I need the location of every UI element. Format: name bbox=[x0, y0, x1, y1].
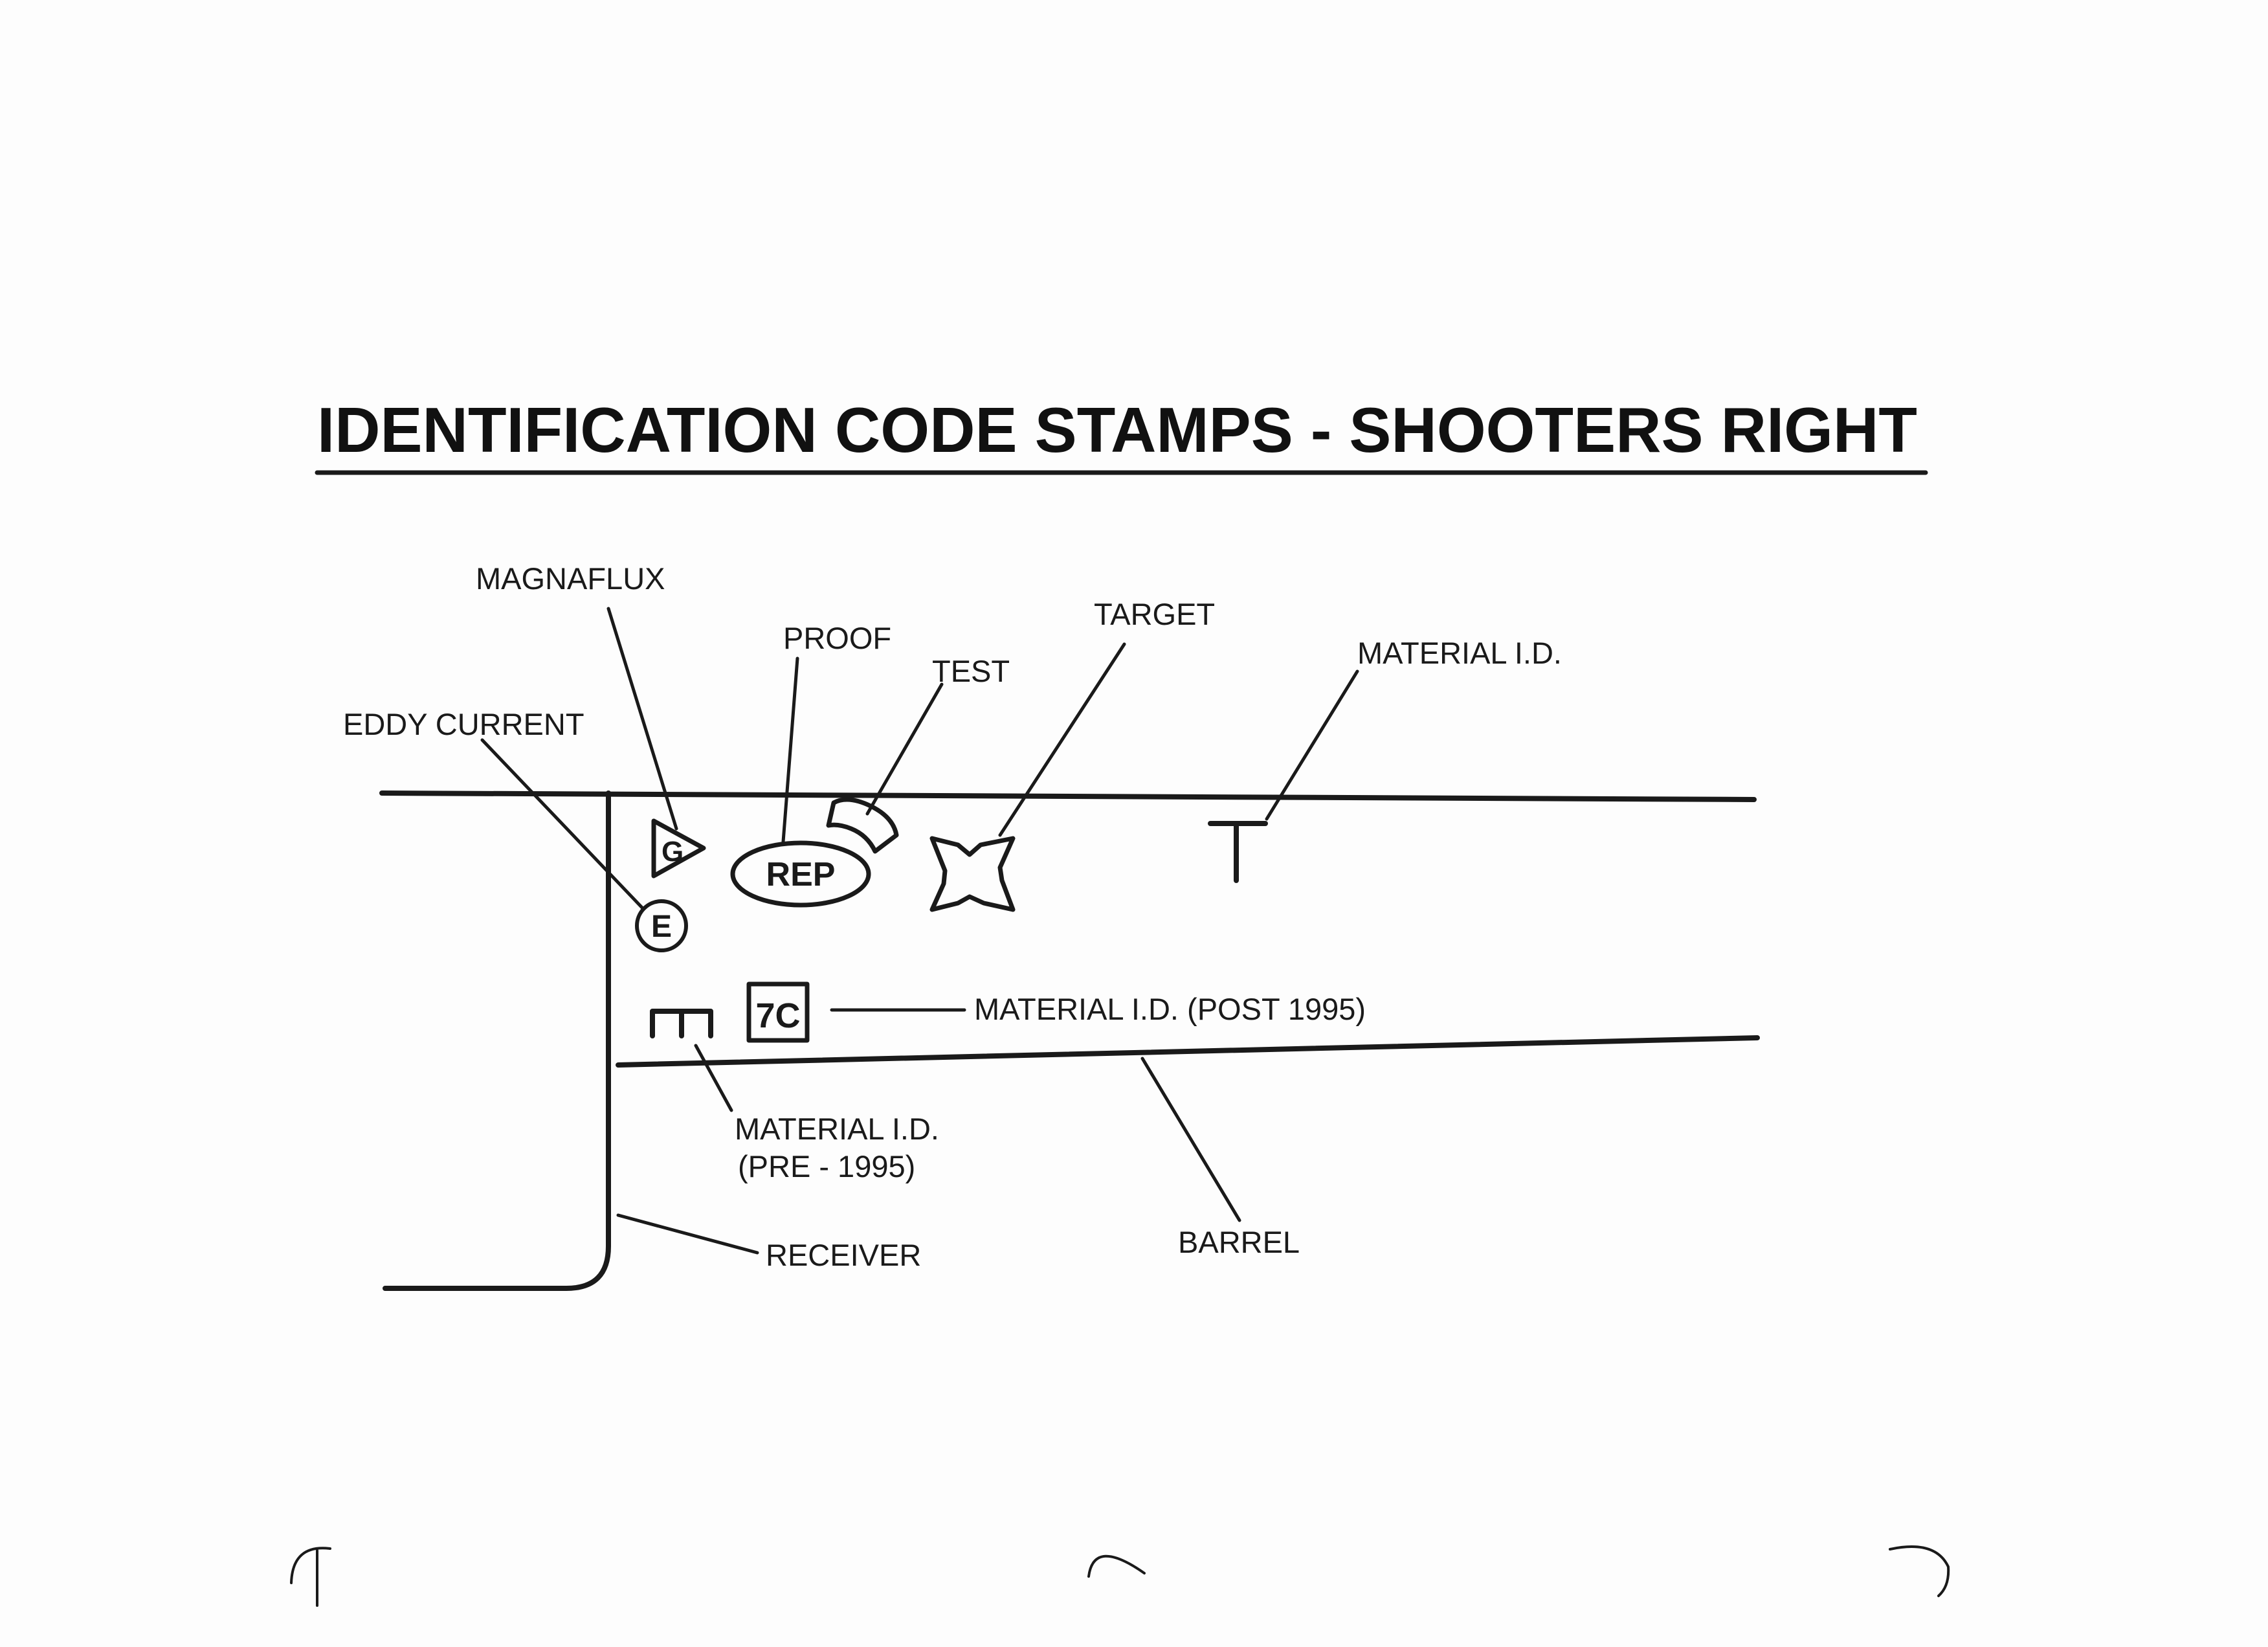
target-stamp bbox=[929, 836, 1016, 912]
page-title: IDENTIFICATION CODE STAMPS - SHOOTERS RI… bbox=[317, 394, 1917, 465]
material-id-label: MATERIAL I.D. bbox=[1357, 636, 1562, 670]
eddy-current-stamp-letter: E bbox=[651, 910, 672, 944]
target-label: TARGET bbox=[1094, 597, 1215, 631]
test-label: TEST bbox=[932, 654, 1010, 688]
material-id-pre-1995-label-line1: MATERIAL I.D. bbox=[735, 1112, 939, 1146]
material-id-stamp bbox=[1208, 821, 1268, 883]
magnaflux-stamp-letter: G bbox=[662, 836, 684, 868]
material-id-post-1995-stamp-text: 7C bbox=[755, 996, 800, 1035]
proof-stamp-text: REP bbox=[766, 856, 836, 893]
leader-lines bbox=[480, 607, 1359, 1255]
magnaflux-label: MAGNAFLUX bbox=[476, 561, 665, 596]
barrel-top-line bbox=[379, 790, 1757, 802]
receiver-outline bbox=[383, 790, 611, 1291]
magnaflux-stamp: G bbox=[651, 818, 706, 879]
eddy-current-stamp: E bbox=[635, 899, 688, 952]
barrel-label: BARREL bbox=[1178, 1225, 1300, 1259]
material-id-post-1995-stamp: 7C bbox=[746, 981, 810, 1043]
receiver-label: RECEIVER bbox=[766, 1238, 921, 1272]
test-stamp bbox=[826, 797, 899, 854]
binder-hole-marks bbox=[290, 1545, 1950, 1607]
material-id-pre-1995-label-line2: (PRE - 1995) bbox=[738, 1149, 915, 1183]
proof-stamp: REP bbox=[730, 840, 871, 908]
eddy-current-label: EDDY CURRENT bbox=[343, 707, 584, 741]
material-id-post-1995-label: MATERIAL I.D. (POST 1995) bbox=[974, 992, 1366, 1026]
material-id-pre-1995-stamp bbox=[650, 1009, 713, 1038]
proof-label: PROOF bbox=[783, 621, 891, 655]
firearm-outline bbox=[379, 790, 1760, 1291]
barrel-bottom-line bbox=[616, 1035, 1760, 1068]
